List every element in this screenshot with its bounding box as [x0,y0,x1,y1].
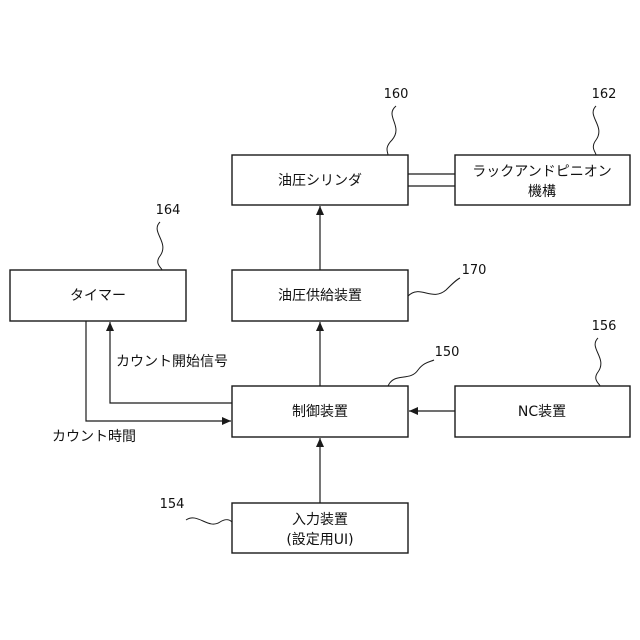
leader-156 [595,338,601,386]
rack-and-pinion-label-line2: 機構 [528,184,556,200]
input-device-label-line2: (設定用UI) [286,532,353,548]
nc-device-label: NC装置 [518,404,566,420]
controller-label: 制御装置 [292,404,348,420]
arrow-timer-to-controller-count-time [86,321,231,421]
leader-162 [593,106,599,155]
block-timer: タイマー [10,270,186,321]
leader-154 [186,518,232,524]
ref-170: 170 [462,263,487,278]
hydraulic-supply-label: 油圧供給装置 [278,288,362,304]
ref-154: 154 [160,497,185,512]
ref-164: 164 [156,203,181,218]
count-start-signal-label: カウント開始信号 [116,354,228,370]
rack-and-pinion-label-line1: ラックアンドピニオン [472,164,611,180]
block-input-device: 入力装置 (設定用UI) [232,503,408,553]
hydraulic-cylinder-label: 油圧シリンダ [278,173,362,189]
ref-160: 160 [384,87,409,102]
block-controller: 制御装置 [232,386,408,437]
leader-150 [388,360,434,386]
timer-label: タイマー [70,288,126,304]
count-time-label: カウント時間 [52,429,136,445]
ref-150: 150 [435,345,460,360]
block-rack-and-pinion: ラックアンドピニオン 機構 [455,155,630,205]
block-nc-device: NC装置 [455,386,630,437]
leader-164 [157,222,163,270]
block-hydraulic-cylinder: 油圧シリンダ [232,155,408,205]
mechanical-link-cylinder-rack [408,174,455,186]
ref-162: 162 [592,87,617,102]
leader-170 [408,278,460,296]
leader-160 [387,106,396,155]
input-device-label-line1: 入力装置 [292,512,348,528]
ref-156: 156 [592,319,617,334]
block-hydraulic-supply: 油圧供給装置 [232,270,408,321]
